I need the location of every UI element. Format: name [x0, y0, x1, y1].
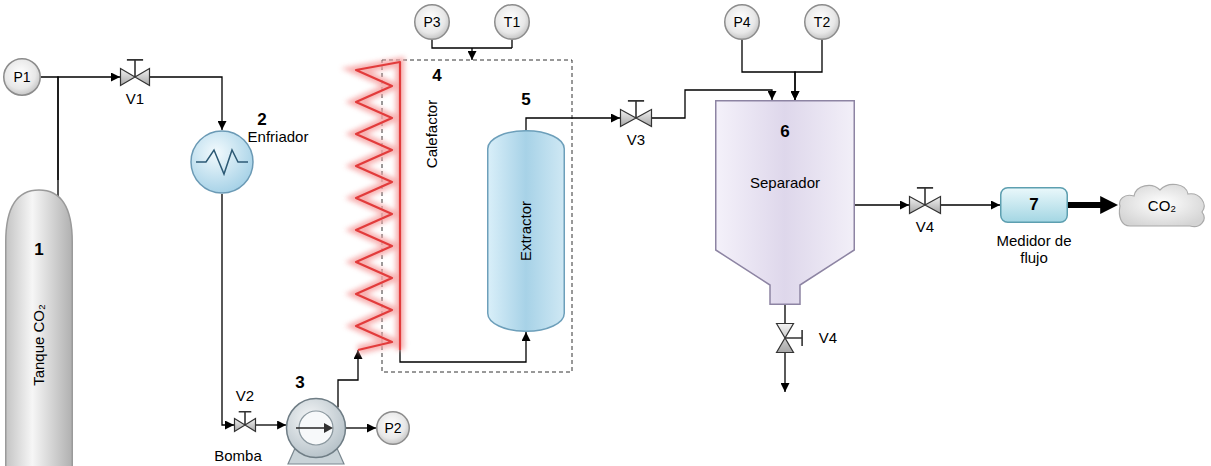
equipment-label: V4 — [916, 218, 934, 235]
valve-body — [777, 324, 794, 353]
cooler-zigzag — [196, 150, 248, 174]
sensor-arrow — [471, 48, 472, 60]
valve-symbol: V1 — [120, 68, 150, 86]
temperature-gauge: T1 — [494, 4, 530, 40]
pipe-connector — [1068, 202, 1102, 208]
equipment-label: V1 — [126, 90, 144, 107]
heater-wire — [356, 62, 400, 350]
extractor-vessel: 5Extractor — [487, 130, 565, 332]
pressure-gauge: P4 — [724, 4, 760, 40]
valve-symbol-shape — [776, 323, 794, 353]
equipment-label: V2 — [236, 387, 254, 404]
equipment-label: Extractor — [517, 201, 534, 261]
equipment-label: P2 — [384, 420, 401, 436]
equipment-label: V4 — [819, 329, 837, 346]
equipment-label: CO₂ — [1148, 197, 1176, 214]
valve-symbol-shape — [909, 196, 941, 214]
valve-body — [621, 110, 652, 127]
pump-arrow-line — [296, 427, 326, 429]
gauge-outline — [377, 412, 410, 445]
flow-meter: 7Medidor de flujo — [1000, 187, 1068, 223]
pressure-gauge: P2 — [376, 411, 410, 445]
gauge-outline — [415, 5, 450, 40]
equipment-label: Enfriador — [248, 128, 309, 145]
callout-number: 7 — [1029, 195, 1038, 215]
temperature-gauge: T2 — [804, 4, 840, 40]
separator-vessel: 6Separador — [715, 100, 855, 305]
gauge-outline — [725, 5, 760, 40]
pump-symbol: 3Bomba — [286, 398, 346, 458]
equipment-label: V3 — [627, 131, 645, 148]
meter-outline — [1001, 188, 1068, 223]
pipe-connector — [150, 77, 222, 130]
callout-number: 2 — [257, 110, 266, 130]
pump-casing — [287, 399, 346, 458]
pipe-connector — [526, 118, 620, 130]
equipment-label: P4 — [733, 14, 750, 30]
callout-number: 3 — [295, 373, 304, 393]
pipe-connector — [941, 204, 1000, 205]
valve-symbol-shape — [120, 68, 150, 86]
valve-symbol: V4 — [909, 196, 941, 214]
equipment-label: P3 — [423, 14, 440, 30]
valve-symbol: V3 — [620, 109, 652, 127]
heater-coil: 4Calefactor — [352, 62, 404, 350]
equipment-label: P1 — [13, 69, 30, 85]
heated-zone-outline — [382, 60, 572, 372]
valve-body — [910, 197, 941, 214]
equipment-label: Bomba — [214, 447, 262, 464]
equipment-label: Tanque CO₂ — [30, 304, 47, 386]
valve-body — [121, 69, 150, 86]
pipe-connector — [338, 350, 358, 408]
pipe-connector — [222, 194, 234, 425]
pipe-connector — [58, 77, 120, 180]
callout-number: 4 — [432, 66, 441, 86]
cloud-outline — [1119, 184, 1204, 226]
vessel-outline — [488, 131, 565, 332]
cylinder-body — [6, 190, 73, 466]
pipe-connector — [41, 77, 58, 180]
callout-number: 1 — [34, 240, 43, 260]
gauge-outline — [495, 5, 530, 40]
equipment-label: T2 — [814, 14, 830, 30]
equipment-label: Calefactor — [423, 100, 440, 168]
callout-number: 6 — [780, 122, 789, 142]
pipe-connector — [400, 332, 526, 362]
cooler-symbol-shape — [190, 130, 254, 194]
equipment-label: Medidor de flujo — [994, 232, 1074, 267]
valve-symbol-shape — [234, 418, 256, 432]
gas-cylinder: 1Tanque CO₂ — [5, 180, 73, 466]
exhaust-cloud: CO₂ — [1118, 180, 1206, 230]
vessel-outline — [716, 101, 855, 305]
callout-number: 5 — [521, 90, 530, 110]
drain-arrow — [784, 353, 785, 392]
pipe-connector — [742, 40, 795, 100]
pipe-connector — [855, 204, 909, 205]
valve-symbol-shape — [620, 109, 652, 127]
pressure-gauge: P3 — [414, 4, 450, 40]
sensor-line — [432, 40, 512, 48]
gauge-outline — [4, 59, 41, 96]
heater-coil-shape — [352, 62, 404, 350]
valve-body — [235, 419, 256, 432]
heater-glow — [356, 62, 400, 350]
equipment-label: T1 — [504, 14, 520, 30]
pump-arrow-head — [324, 423, 333, 433]
cooler-outline — [191, 131, 253, 193]
valve-symbol: V2 — [234, 418, 256, 432]
pipe-connector — [795, 40, 822, 100]
cooler-symbol: 2Enfriador — [190, 130, 254, 194]
pipe-connector — [784, 305, 785, 323]
pipe-connector — [256, 424, 286, 425]
pump-symbol-shape — [286, 398, 346, 458]
pressure-gauge: P1 — [3, 58, 41, 96]
pipe-connector — [346, 427, 376, 428]
gauge-outline — [805, 5, 840, 40]
equipment-label: Separador — [750, 174, 820, 191]
valve-symbol: V4 — [776, 323, 794, 353]
